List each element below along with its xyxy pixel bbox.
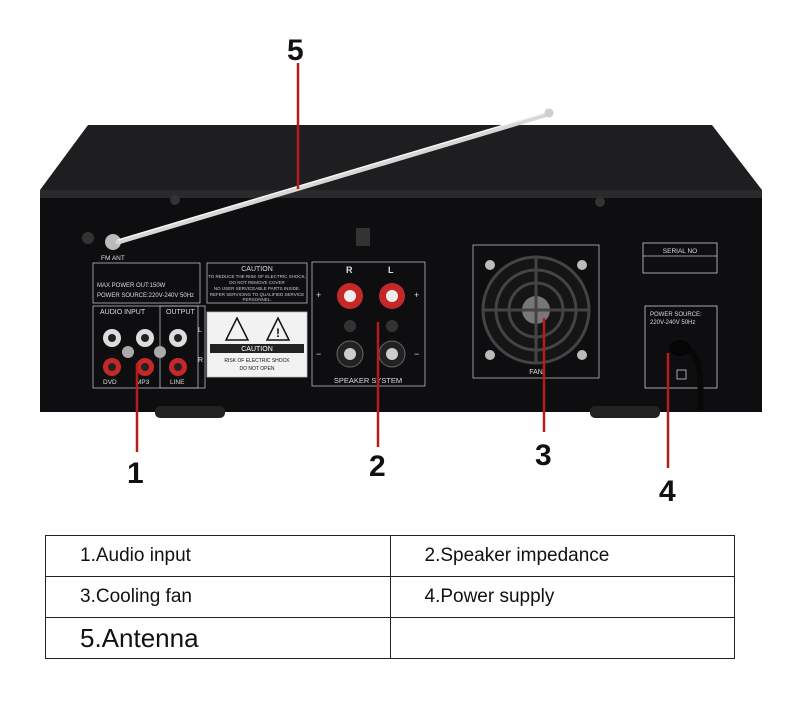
amplifier-rear-photo: MAX POWER OUT:150W POWER SOURCE:220V-240… xyxy=(40,63,762,468)
legend-row: 3.Cooling fan 4.Power supply xyxy=(45,576,735,618)
screw-icon xyxy=(485,350,495,360)
speaker-system-label: SPEAKER SYSTEM xyxy=(334,376,402,385)
power-label-box xyxy=(92,262,201,304)
antenna-rod xyxy=(115,111,551,245)
caution-text: PERSONNEL. xyxy=(242,297,271,302)
svg-text:!: ! xyxy=(276,326,280,340)
line-label: LINE xyxy=(170,379,185,386)
callout-3: 3 xyxy=(535,439,552,472)
speaker-l-label: L xyxy=(388,265,394,275)
foot xyxy=(155,406,225,418)
screw-icon xyxy=(485,260,495,270)
fan-grille xyxy=(481,255,591,365)
shock-warning-icon xyxy=(224,316,250,341)
grounding-clip xyxy=(356,228,370,246)
minus-sign: − xyxy=(316,349,321,359)
legend-cell xyxy=(389,617,735,659)
screw-icon xyxy=(82,232,94,244)
fan-box xyxy=(472,244,600,379)
chassis-edge xyxy=(40,190,762,198)
legend-cell: 5.Antenna xyxy=(45,617,391,659)
minus-sign: − xyxy=(414,349,419,359)
mp3-label: MP3 xyxy=(136,379,150,386)
exclamation-warning-icon xyxy=(265,316,291,341)
caution2-text: RISK OF ELECTRIC SHOCK xyxy=(224,358,290,364)
output-label: OUTPUT xyxy=(166,309,196,316)
channel-l-label: L xyxy=(198,327,202,334)
caution-text: NO USER SERVICEABLE PARTS INSIDE. xyxy=(214,286,300,291)
power-source-text: POWER SOURCE:220V-240V 50Hz xyxy=(97,293,194,299)
power-input-box xyxy=(644,305,718,389)
caution-box xyxy=(206,262,308,304)
legend-cell: 1.Audio input xyxy=(45,535,391,577)
serial-no-label: SERIAL NO xyxy=(663,248,697,255)
caution-text: DO NOT REMOVE COVER xyxy=(229,280,285,285)
fan-label: FAN xyxy=(529,369,543,376)
callout-4: 4 xyxy=(659,475,676,508)
audio-input-box xyxy=(92,305,199,389)
callout-5: 5 xyxy=(287,34,304,67)
caution-text: TO REDUCE THE RISK OF ELECTRIC SHOCK, xyxy=(208,274,306,279)
max-power-text: MAX POWER OUT:150W xyxy=(97,283,166,289)
plus-sign: + xyxy=(414,290,419,300)
callout-2: 2 xyxy=(369,450,386,483)
legend-row: 5.Antenna xyxy=(45,617,735,659)
power-label: POWER SOURCE: xyxy=(650,312,702,318)
power-label: 220V-240V 50Hz xyxy=(650,320,695,326)
serial-box xyxy=(642,242,718,274)
caution2-text: DO NOT OPEN xyxy=(240,366,275,372)
legend-row: 1.Audio input 2.Speaker impedance xyxy=(45,535,735,577)
caution2-band xyxy=(210,344,304,353)
legend-cell: 3.Cooling fan xyxy=(45,576,391,618)
rca-jacks xyxy=(103,329,187,376)
antenna-tip xyxy=(544,108,554,118)
speaker-r-label: R xyxy=(346,265,353,275)
channel-r-label: R xyxy=(198,357,203,364)
caution-text: REFER SERVICING TO QUALIFIED SERVICE xyxy=(210,292,304,297)
plus-sign: + xyxy=(316,290,321,300)
screw-icon xyxy=(170,195,180,205)
audio-input-label: AUDIO INPUT xyxy=(100,309,146,316)
caution-title: CAUTION xyxy=(241,266,273,273)
double-insulation-icon xyxy=(676,369,687,380)
legend-table: 1.Audio input 2.Speaker impedance 3.Cool… xyxy=(45,535,735,659)
foot xyxy=(590,406,660,418)
antenna-jack xyxy=(105,234,121,250)
screw-icon xyxy=(577,350,587,360)
binding-posts xyxy=(336,283,406,368)
caution2-title: CAUTION xyxy=(241,346,273,353)
legend-cell: 2.Speaker impedance xyxy=(389,535,735,577)
cord-grommet xyxy=(669,340,691,356)
callout-1: 1 xyxy=(127,457,144,490)
fm-ant-label: FM ANT xyxy=(101,255,125,262)
screw-icon xyxy=(595,197,605,207)
screw-icon xyxy=(577,260,587,270)
speaker-system-box xyxy=(311,261,426,387)
legend-cell: 4.Power supply xyxy=(389,576,735,618)
dvd-label: DVD xyxy=(103,379,117,386)
